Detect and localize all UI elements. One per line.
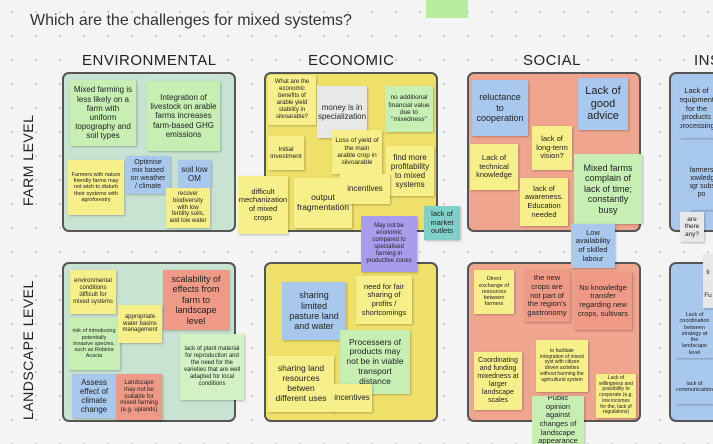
column-header-economic: ECONOMIC xyxy=(308,52,395,69)
sticky-note[interactable]: risk of introducing potentially invasive… xyxy=(68,318,120,370)
sticky-note[interactable]: May not be economic compared to speciali… xyxy=(361,216,417,272)
sticky-note[interactable]: find more profitability to mixed systems xyxy=(386,146,434,196)
sticky-note[interactable]: farmers knowledge agr subs po xyxy=(690,156,713,210)
sticky-note[interactable]: incentives xyxy=(332,384,372,412)
sticky-note[interactable]: Fu xyxy=(703,284,713,308)
sticky-note[interactable]: sharing limited pasture land and water xyxy=(282,282,346,340)
sticky-note[interactable]: the new crops are not part of the region… xyxy=(524,270,570,322)
column-header-institutional: INS xyxy=(694,52,713,69)
sticky-note[interactable]: Optimise mix based on weather / climate xyxy=(126,156,170,194)
sticky-note[interactable]: Lack of technical knowledge xyxy=(470,144,518,190)
row-header-farm: FARM LEVEL xyxy=(20,114,36,206)
sticky-note[interactable]: Coordinating and funding mixedness at la… xyxy=(474,352,522,410)
sticky-note[interactable]: no additional financial value due to "mi… xyxy=(385,86,433,132)
sticky-note[interactable]: soil low OM xyxy=(178,160,211,188)
page-question: Which are the challenges for mixed syste… xyxy=(30,12,352,29)
top-green-note[interactable] xyxy=(426,0,468,18)
sticky-note[interactable]: Initial investment xyxy=(268,136,304,170)
sticky-note[interactable]: Lack of willingness and possibility to c… xyxy=(596,374,636,418)
sticky-note[interactable]: ti xyxy=(703,254,713,292)
sticky-note[interactable]: recover biodiversity with low fertility … xyxy=(166,188,210,228)
sticky-note[interactable]: Processers of products may not be in via… xyxy=(340,330,410,394)
sticky-note[interactable]: Mixed farms complain of lack of time; co… xyxy=(574,154,642,224)
sticky-note[interactable]: incentives xyxy=(340,174,390,204)
sticky-note[interactable]: money is in specialization xyxy=(317,86,367,138)
sticky-note[interactable]: lack of plant material for reproduction … xyxy=(180,334,244,400)
sticky-note[interactable]: Direct exchange of resources between far… xyxy=(474,270,514,314)
sticky-note[interactable]: Lack of good advice xyxy=(578,78,628,130)
sticky-note[interactable]: reluctance to cooperation xyxy=(472,80,528,136)
sticky-note[interactable]: to facilitate integration of mixed syst … xyxy=(536,340,588,392)
sticky-note[interactable]: appropriate water basins management xyxy=(118,305,162,343)
sticky-note[interactable]: lack of awareness. Education needed xyxy=(520,178,568,226)
sticky-note[interactable]: Landscape may not be suitable for mixed … xyxy=(116,374,162,420)
sticky-note[interactable]: Mixed farming is less likely on a farm w… xyxy=(70,80,136,146)
sticky-note[interactable]: Public opinion against changes of landsc… xyxy=(532,396,584,444)
row-header-landscape: LANDSCAPE LEVEL xyxy=(20,280,36,420)
sticky-note[interactable]: Assess effect of climate change xyxy=(72,374,116,418)
sticky-note[interactable]: No knowledge transfer regarding new crop… xyxy=(574,272,632,330)
sticky-note[interactable]: Lack of coordination between strategy at… xyxy=(676,310,713,358)
sticky-note[interactable]: Lack of equipment for the products proce… xyxy=(680,80,713,138)
sticky-note[interactable]: scalability of effects from farm to land… xyxy=(163,270,229,330)
sticky-note[interactable]: lack of long-term vision? xyxy=(532,126,572,170)
sticky-note[interactable]: sharing land resources betwen different … xyxy=(268,356,334,412)
sticky-note[interactable]: What are the economic benefits of arable… xyxy=(268,75,316,125)
sticky-note[interactable]: Farmers with nature friendly farms may n… xyxy=(68,160,124,215)
sticky-note[interactable]: lack of communication xyxy=(676,370,713,404)
sticky-note[interactable]: Loss of yield of the main arable crop in… xyxy=(332,130,382,174)
sticky-note[interactable]: difficult mechanization of mixed crops xyxy=(238,176,288,234)
sticky-note[interactable]: are there any? xyxy=(680,212,704,242)
sticky-note[interactable]: lack of market outlets xyxy=(424,206,460,240)
sticky-note[interactable]: environmental conditions difficult for m… xyxy=(70,270,116,314)
column-header-social: SOCIAL xyxy=(523,52,582,69)
sticky-note[interactable]: Integration of livestock on arable farms… xyxy=(147,81,220,151)
sticky-note[interactable]: need for fair sharing of profits / short… xyxy=(356,276,412,324)
column-header-environmental: ENVIRONMENTAL xyxy=(82,52,217,69)
sticky-note[interactable]: Low availability of skilled labour xyxy=(571,224,615,268)
